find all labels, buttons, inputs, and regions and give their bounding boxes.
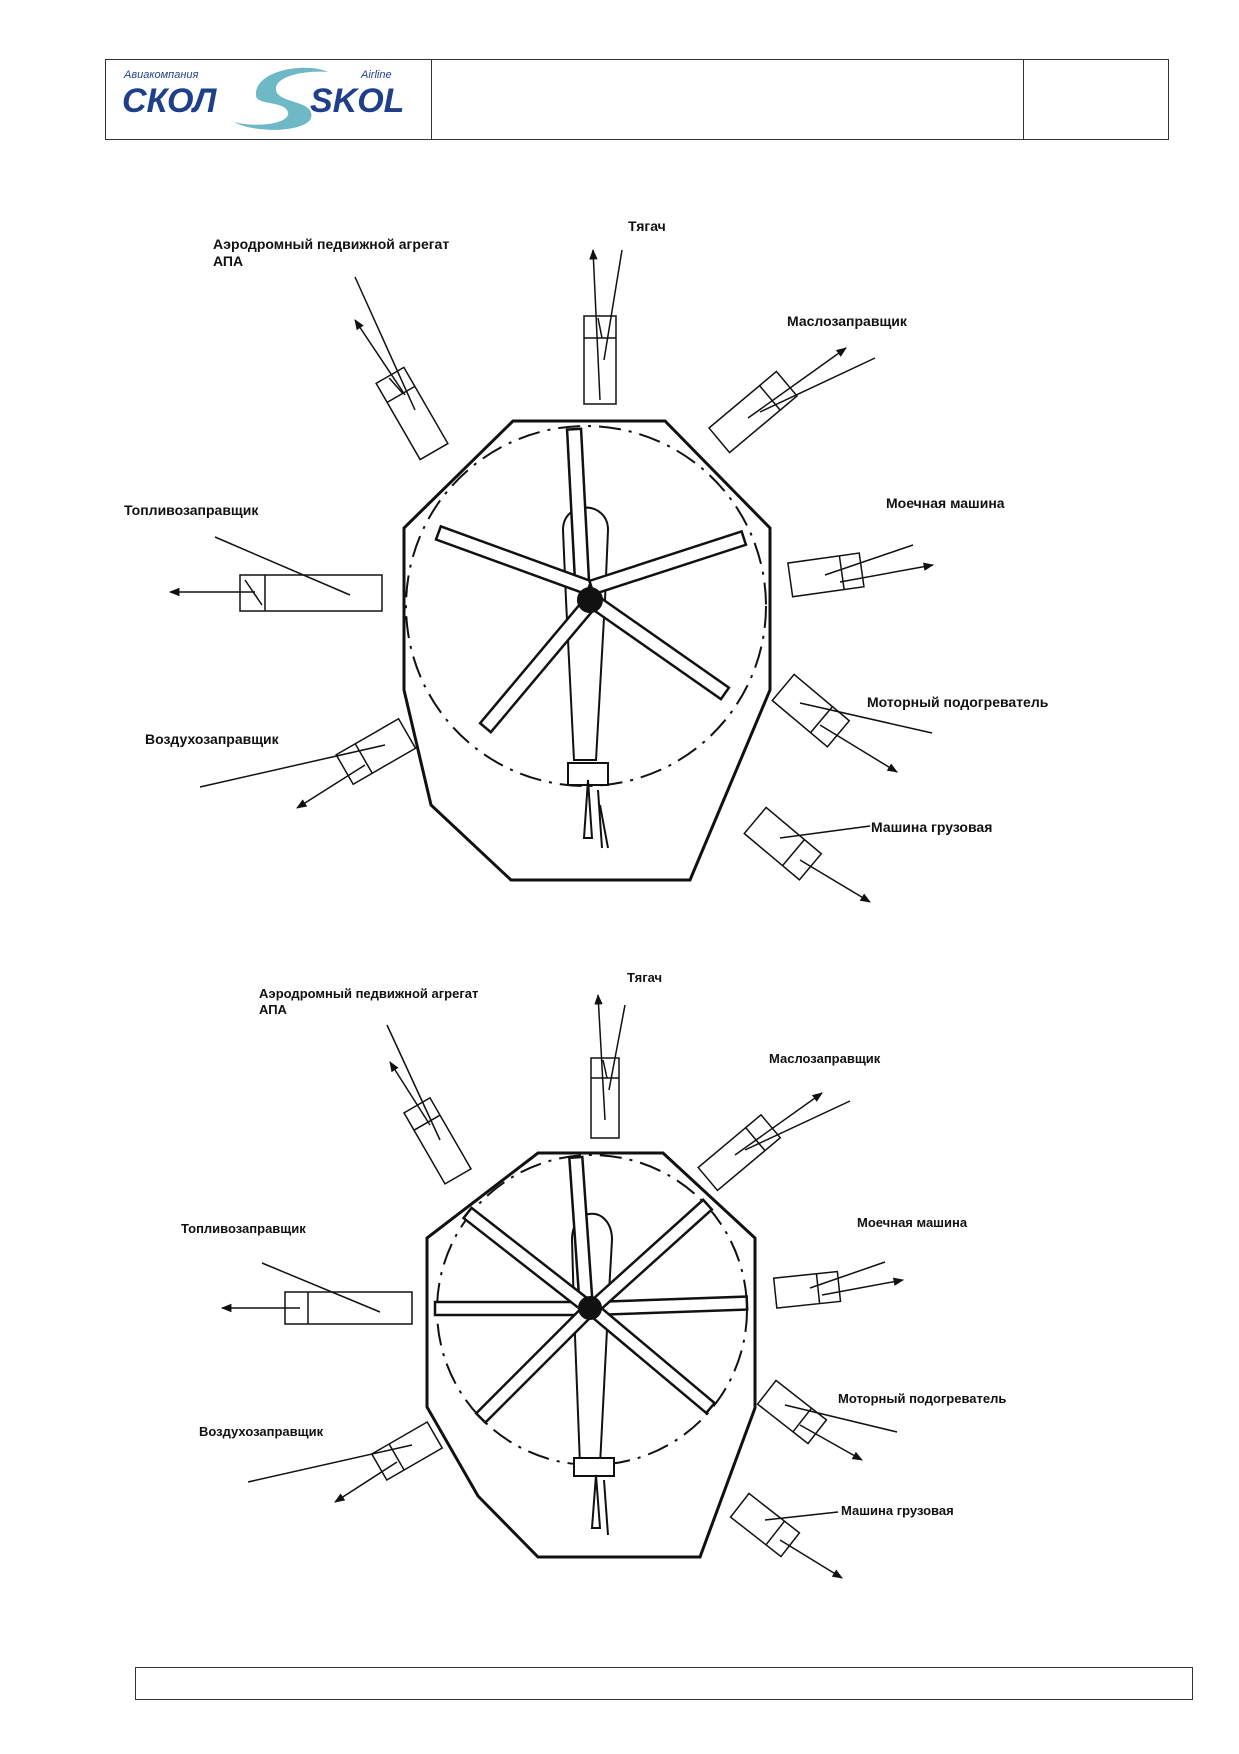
bottom-vehicle-air [370, 1420, 444, 1482]
top-label-oil: Маслозаправщик [787, 313, 908, 329]
airline-logo: Авиакомпания Airline СКОЛ SKOL [122, 67, 404, 130]
top-diagram [168, 248, 935, 903]
top-label-apa-2: АПА [213, 253, 243, 269]
top-rotor-circle [405, 425, 767, 787]
bottom-helicopter [433, 1155, 749, 1536]
bottom-vehicle-apa [402, 1096, 473, 1185]
bottom-vehicle-wash [772, 1270, 842, 1309]
bottom-label-oil: Маслозаправщик [769, 1051, 881, 1066]
top-vehicle-apa [375, 366, 449, 461]
top-label-air: Воздухозаправщик [145, 731, 280, 747]
logo-caption-left: Авиакомпания [123, 69, 199, 81]
bottom-label-wash: Моечная машина [857, 1215, 968, 1230]
top-label-apa-1: Аэродромный педвижной агрегат [213, 236, 449, 252]
bottom-label-apa-2: АПА [259, 1002, 288, 1017]
header-title-cell [432, 60, 1024, 139]
logo-swoosh-icon [234, 67, 328, 130]
bottom-diagram [220, 993, 905, 1579]
top-vehicle-heater [771, 673, 851, 748]
logo-word-right: SKOL [310, 82, 404, 120]
top-cargo-leader [779, 825, 871, 839]
bottom-vehicle-cargo [729, 1492, 801, 1558]
top-helicopter [434, 427, 748, 849]
document-footer [135, 1667, 1193, 1700]
bottom-heater-arrow [799, 1424, 863, 1461]
top-label-wash: Моечная машина [886, 495, 1005, 511]
bottom-label-heater: Моторный подогреватель [838, 1391, 1006, 1406]
bottom-apa-arrow [389, 1061, 431, 1126]
top-vehicle-fuel [239, 574, 383, 612]
bottom-oil-arrow [734, 1092, 823, 1156]
bottom-heater-leader [784, 1404, 898, 1433]
logo-caption-right: Airline [360, 69, 392, 81]
top-oil-arrow [747, 347, 847, 419]
top-cargo-arrow [799, 859, 871, 903]
bottom-label-air: Воздухозаправщик [199, 1424, 324, 1439]
bottom-cargo-leader [764, 1511, 839, 1521]
bottom-wash-arrow [821, 1277, 905, 1296]
top-air-arrow [296, 764, 366, 809]
top-wash-arrow [839, 562, 935, 583]
bottom-label-cargo: Машина грузовая [841, 1503, 954, 1518]
bottom-hardstand [425, 1151, 757, 1559]
top-fuel-leader [214, 536, 351, 596]
top-vehicle-air [335, 717, 417, 786]
top-hardstand [402, 419, 772, 882]
bottom-air-arrow [334, 1461, 398, 1503]
top-apa-leader [354, 276, 416, 411]
logo-word-left: СКОЛ [122, 82, 217, 120]
logo-cell: Авиакомпания Airline СКОЛ SKOL [106, 60, 432, 139]
bottom-oil-leader [744, 1100, 851, 1151]
top-air-leader [199, 744, 386, 788]
bottom-label-tug: Тягач [627, 970, 662, 985]
bottom-vehicle-tug [590, 993, 626, 1139]
top-vehicle-oil [707, 370, 799, 454]
top-heater-arrow [819, 724, 898, 773]
bottom-air-leader [247, 1444, 413, 1483]
bottom-fuel-leader [261, 1262, 381, 1313]
bottom-cargo-arrow [779, 1539, 843, 1579]
bottom-vehicle-fuel [284, 1291, 413, 1325]
bottom-vehicle-heater [756, 1379, 828, 1445]
top-label-fuel: Топливозаправщик [124, 502, 259, 518]
bottom-label-fuel: Топливозаправщик [181, 1221, 306, 1236]
top-vehicle-cargo [743, 806, 823, 881]
top-label-heater: Моторный подогреватель [867, 694, 1049, 710]
top-heater-leader [799, 702, 933, 734]
document-header: Авиакомпания Airline СКОЛ SKOL [105, 59, 1169, 140]
top-vehicle-tug [583, 248, 623, 405]
top-label-tug: Тягач [628, 218, 666, 234]
top-label-cargo: Машина грузовая [871, 819, 992, 835]
bottom-apa-leader [386, 1024, 441, 1141]
top-oil-leader [759, 357, 876, 413]
bottom-label-apa-1: Аэродромный педвижной агрегат [259, 986, 478, 1001]
top-apa-arrow [354, 319, 406, 396]
bottom-wash-leader [809, 1261, 886, 1289]
top-wash-leader [824, 544, 914, 576]
